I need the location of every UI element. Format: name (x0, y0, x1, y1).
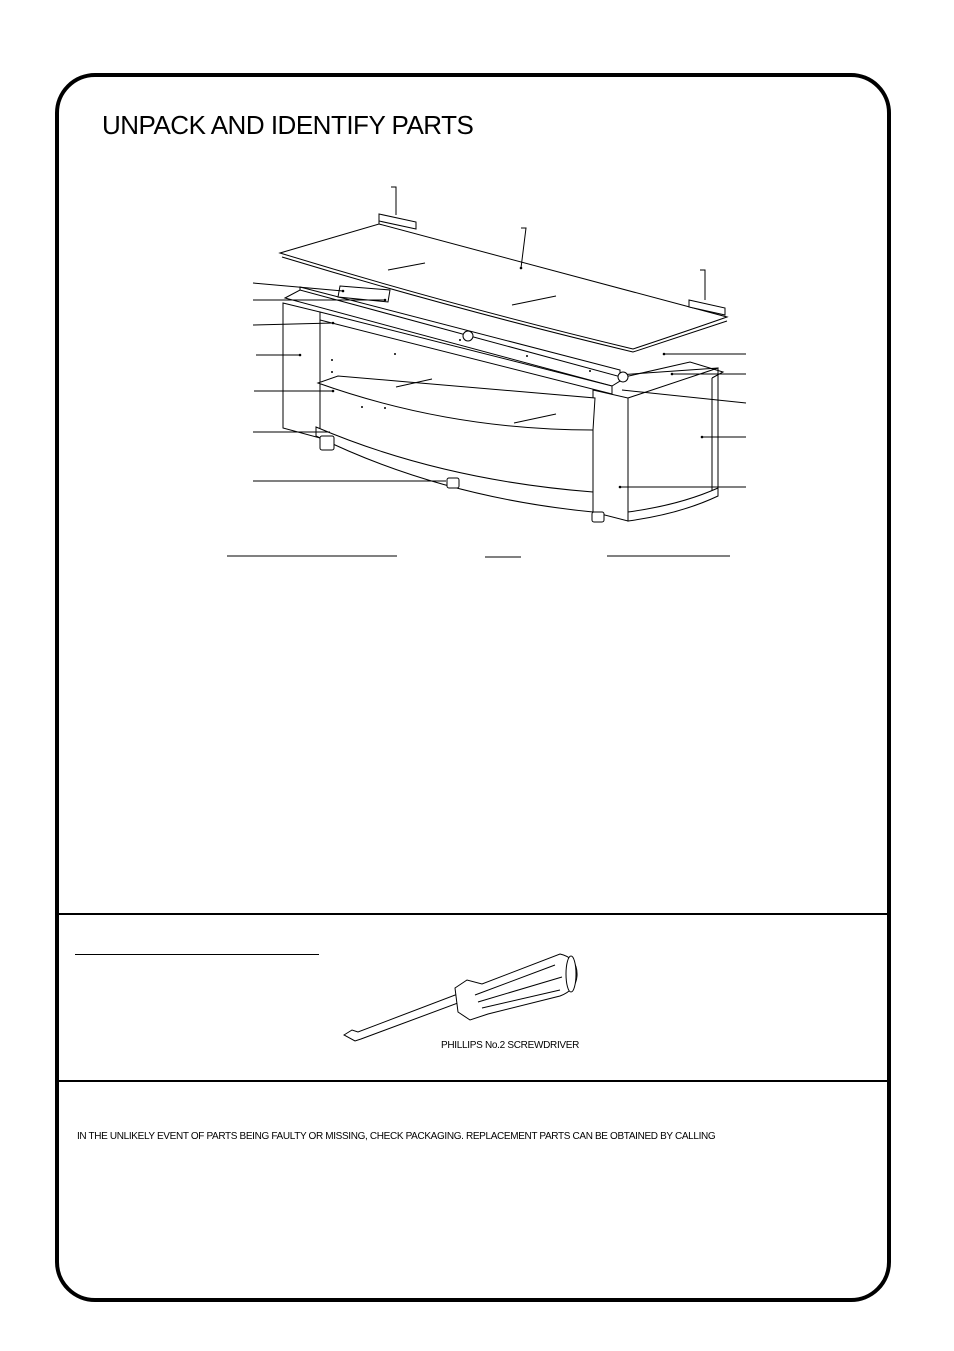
page-frame (55, 73, 891, 1302)
right-glass-bracket (688, 299, 726, 316)
replacement-parts-notice: IN THE UNLIKELY EVENT OF PARTS BEING FAU… (77, 1131, 716, 1142)
screwdriver-label: PHILLIPS No.2 SCREWDRIVER (441, 1040, 580, 1051)
left-glass-bracket (378, 213, 417, 230)
tools-heading-rule (75, 954, 319, 955)
page-title: UNPACK AND IDENTIFY PARTS (102, 110, 474, 140)
section-divider-footer (55, 1080, 891, 1082)
section-divider-tools (55, 913, 891, 915)
middle-glass-shelf (316, 375, 596, 431)
top-glass-panel (278, 223, 729, 350)
